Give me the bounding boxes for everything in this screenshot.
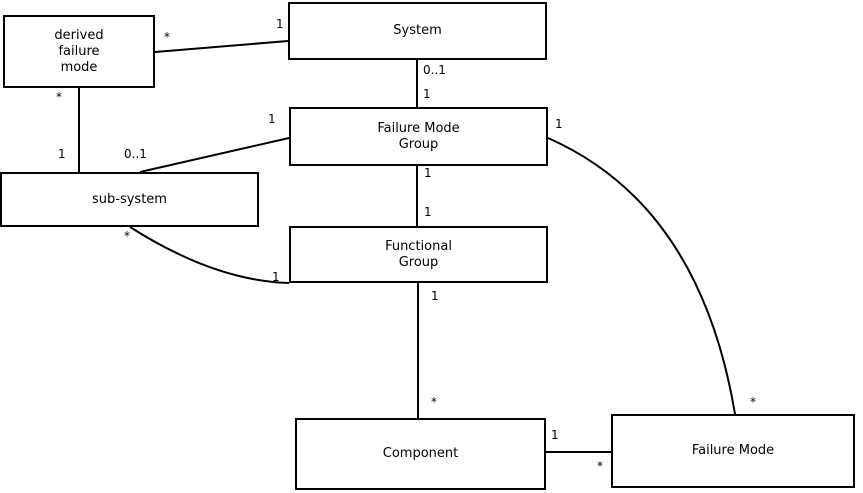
association-line-sub-system-failure-mode-group — [139, 137, 290, 173]
multiplicity-label-functional-group-to-failure-mode-group: 1 — [424, 205, 432, 219]
multiplicity-label-system-to-derived-failure-mode: 1 — [276, 17, 284, 31]
multiplicity-label-sub-system-to-derived-failure-mode: 1 — [58, 147, 66, 161]
class-box-derived-failure-mode[interactable]: derived failure mode — [3, 15, 155, 88]
class-box-component[interactable]: Component — [295, 418, 546, 490]
class-box-system[interactable]: System — [288, 2, 547, 60]
class-box-failure-mode[interactable]: Failure Mode — [611, 414, 855, 488]
class-box-label: sub-system — [92, 191, 167, 207]
multiplicity-label-derived-failure-mode-to-system: * — [164, 30, 170, 44]
multiplicity-label-component-to-failure-mode: 1 — [551, 428, 559, 442]
class-box-label: derived failure mode — [54, 27, 104, 75]
multiplicity-label-system-to-failure-mode-group: 0..1 — [423, 63, 446, 77]
class-box-label: System — [393, 23, 442, 38]
class-box-functional-group[interactable]: Functional Group — [289, 226, 548, 283]
association-line-derived-failure-mode-system — [154, 40, 289, 53]
class-box-sub-system[interactable]: sub-system — [0, 172, 259, 227]
multiplicity-label-failure-mode-group-to-failure-mode: 1 — [555, 117, 563, 131]
class-box-label: Component — [382, 446, 459, 461]
multiplicity-label-component-to-functional-group: * — [431, 395, 437, 409]
multiplicity-label-failure-mode-group-to-functional-group: 1 — [424, 166, 432, 180]
association-line-failure-mode-group-failure-mode — [547, 137, 736, 415]
multiplicity-label-sub-system-to-failure-mode-group: 0..1 — [124, 147, 147, 161]
multiplicity-label-functional-group-to-sub-system: 1 — [272, 270, 280, 284]
multiplicity-label-failure-mode-group-to-sub-system: 1 — [268, 112, 276, 126]
class-box-label: Functional Group — [385, 238, 452, 270]
class-box-failure-mode-group[interactable]: Failure Mode Group — [289, 107, 548, 166]
class-box-label: Failure Mode — [691, 443, 775, 458]
association-line-sub-system-functional-group — [129, 226, 290, 284]
multiplicity-label-failure-mode-group-to-system: 1 — [423, 87, 431, 101]
multiplicity-label-functional-group-to-component: 1 — [431, 289, 439, 303]
multiplicity-label-failure-mode-to-component: * — [597, 459, 603, 473]
class-box-label: Failure Mode Group — [377, 120, 460, 152]
multiplicity-label-failure-mode-to-failure-mode-group: * — [750, 395, 756, 409]
multiplicity-label-sub-system-to-functional-group: * — [124, 229, 130, 243]
multiplicity-label-derived-failure-mode-to-sub-system: * — [56, 90, 62, 104]
